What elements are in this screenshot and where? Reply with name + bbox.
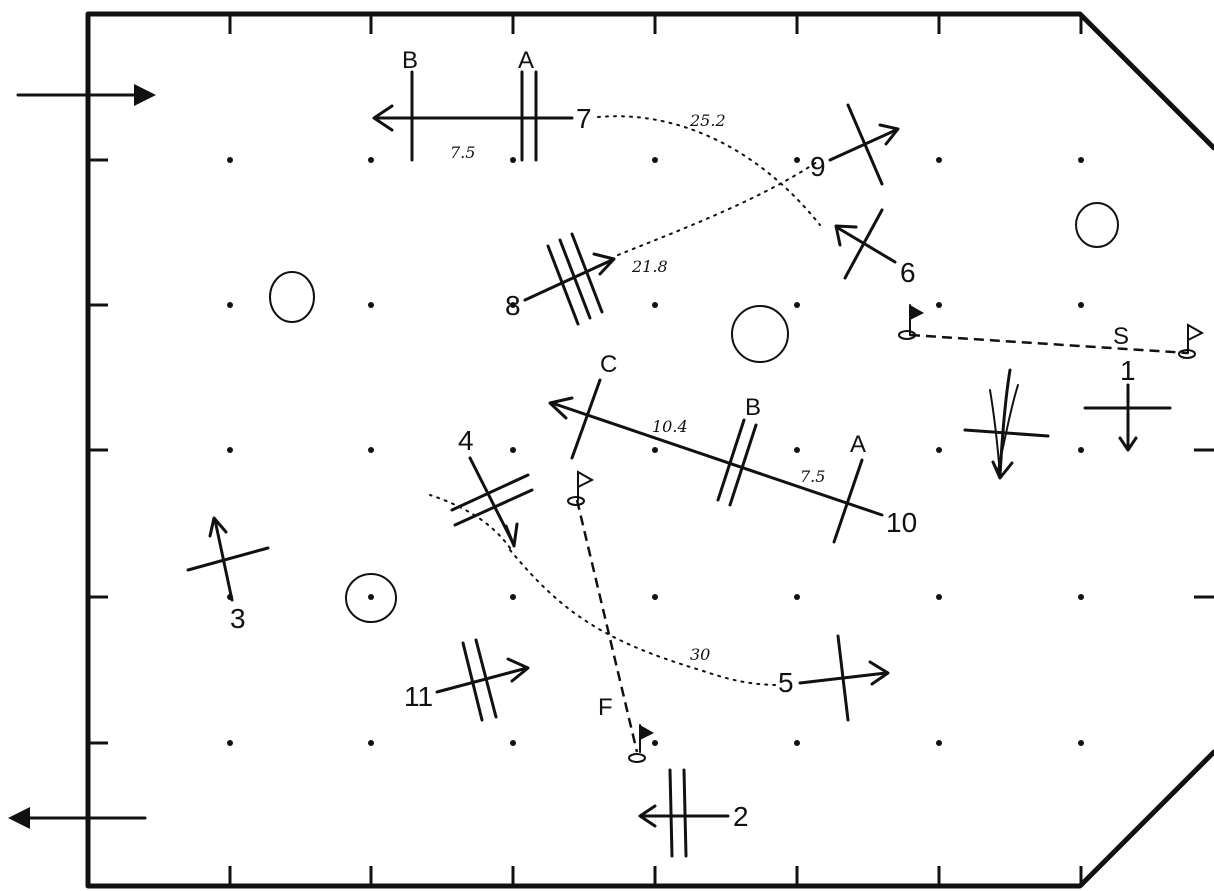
start-line — [909, 333, 1189, 355]
grid-dot — [936, 447, 942, 453]
grid-dot — [936, 302, 942, 308]
dotted-line-8-9 — [617, 159, 821, 256]
circle-obstacle — [731, 305, 789, 363]
gate-7-label: 7 — [576, 103, 592, 134]
gate-7 — [372, 70, 574, 162]
gate-4 — [450, 456, 534, 548]
grid-dot — [510, 740, 516, 746]
grid-dot — [936, 157, 942, 163]
grid-dot — [510, 447, 516, 453]
grid-dot — [368, 594, 374, 600]
gate-5-label: 5 — [778, 667, 794, 698]
finish-line — [575, 499, 639, 753]
gate-3-label: 3 — [230, 603, 246, 634]
entry-arrow — [16, 84, 156, 106]
grid-dot — [794, 157, 800, 163]
circle-obstacle — [345, 573, 397, 623]
gate-10-letter-a: A — [850, 431, 866, 458]
grid-dot — [1078, 302, 1084, 308]
grid-dot — [1078, 157, 1084, 163]
distance-7-6: 25.2 — [689, 111, 726, 130]
grid-dot — [510, 157, 516, 163]
circle-obstacle — [269, 271, 315, 323]
gate-7-distance-ab: 7.5 — [450, 143, 475, 162]
gate-5 — [798, 634, 890, 722]
grid-dots — [227, 157, 1084, 746]
grid-dot — [227, 302, 233, 308]
grid-dot — [510, 302, 516, 308]
grid-dot — [794, 740, 800, 746]
dotted-line-4-start — [429, 494, 511, 549]
finish-flag-bottom — [628, 724, 654, 763]
gate-10-letter-b: B — [745, 394, 761, 421]
grid-dot — [227, 447, 233, 453]
grid-dot — [936, 594, 942, 600]
grid-dot — [652, 594, 658, 600]
grid-dot — [652, 157, 658, 163]
gate-9-label: 9 — [810, 151, 826, 182]
grid-dot — [227, 157, 233, 163]
grid-dot — [794, 302, 800, 308]
perimeter-ticks — [88, 14, 1214, 886]
grid-dot — [510, 594, 516, 600]
gate-6 — [834, 208, 897, 280]
arena-outline — [85, 11, 1214, 889]
grid-dot — [936, 740, 942, 746]
gate-10-label: 10 — [886, 507, 917, 538]
gate-1 — [1083, 383, 1172, 452]
start-label: S — [1113, 323, 1129, 350]
sketch-arrow — [963, 368, 1050, 480]
start-flag-right — [1178, 323, 1205, 359]
gate-10 — [548, 378, 884, 544]
gate-8 — [523, 232, 616, 326]
grid-dot — [794, 447, 800, 453]
gate-2-label: 2 — [733, 801, 749, 832]
gate-6-label: 6 — [900, 257, 916, 288]
grid-dot — [227, 740, 233, 746]
gate-10-letter-c: C — [600, 351, 617, 378]
gate-4-label: 4 — [458, 425, 474, 456]
dotted-line-7-6 — [597, 115, 821, 226]
gate-10-distance-ab: 7.5 — [800, 467, 825, 486]
gate-1-label: 1 — [1120, 355, 1136, 386]
grid-dot — [652, 447, 658, 453]
grid-dot — [368, 302, 374, 308]
grid-dot — [1078, 447, 1084, 453]
distance-8-9: 21.8 — [631, 257, 668, 276]
gate-7-letter-b: B — [402, 47, 418, 74]
grid-dot — [794, 594, 800, 600]
grid-dot — [1078, 740, 1084, 746]
gate-3 — [186, 516, 270, 602]
exit-arrow — [8, 807, 147, 829]
grid-dot — [652, 740, 658, 746]
circle-obstacle — [1075, 202, 1119, 248]
gate-7-letter-a: A — [518, 47, 534, 74]
gate-8-label: 8 — [505, 290, 521, 321]
grid-dot — [652, 302, 658, 308]
distance-4-5: 30 — [690, 645, 710, 664]
gate-11-label: 11 — [404, 681, 433, 712]
start-flag-left — [898, 304, 924, 340]
finish-flag-top — [567, 470, 595, 506]
grid-dot — [368, 157, 374, 163]
gate-9 — [828, 103, 900, 186]
dotted-line-4-5 — [509, 549, 781, 686]
gate-10-distance-bc: 10.4 — [652, 417, 688, 436]
gate-11 — [435, 638, 530, 722]
grid-dot — [368, 740, 374, 746]
gate-2 — [638, 768, 730, 858]
grid-dot — [1078, 594, 1084, 600]
finish-label: F — [598, 694, 613, 721]
grid-dot — [368, 447, 374, 453]
